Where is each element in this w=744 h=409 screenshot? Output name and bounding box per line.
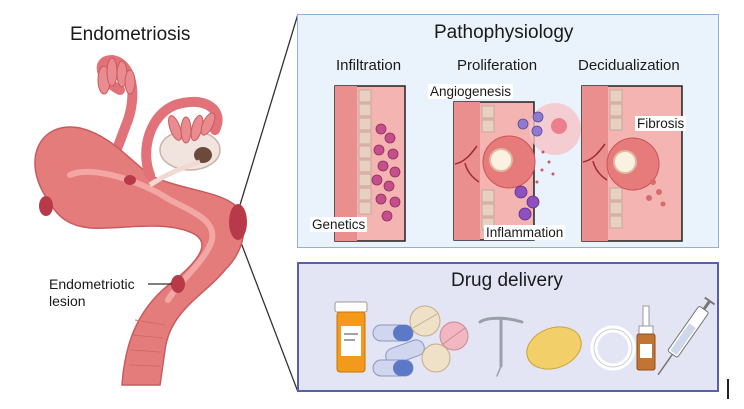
text-cursor xyxy=(727,379,729,399)
pathophysiology-art xyxy=(334,85,683,242)
lesion-label-line2: lesion xyxy=(49,293,86,309)
annotation-angiogenesis: Angiogenesis xyxy=(428,84,514,99)
annotation-genetics: Genetics xyxy=(310,217,368,232)
zoom-line-bottom xyxy=(239,239,299,393)
column-label-infiltration: Infiltration xyxy=(336,57,402,74)
decidualization-tissue xyxy=(581,85,683,242)
tablets-icon xyxy=(409,305,469,373)
drug-delivery-title: Drug delivery xyxy=(451,270,563,291)
nasal-spray-icon xyxy=(636,305,656,371)
column-label-decidualization: Decidualization xyxy=(578,57,680,74)
zoom-line-top xyxy=(239,13,299,206)
proliferation-tissue xyxy=(453,101,581,241)
column-label-proliferation: Proliferation xyxy=(457,57,538,74)
vaginal-ring-icon xyxy=(590,325,636,371)
pathophysiology-title: Pathophysiology xyxy=(434,22,574,43)
uterus-illustration xyxy=(34,54,247,386)
pill-bottle-icon xyxy=(334,301,368,373)
drug-delivery-icons xyxy=(334,296,716,377)
infiltration-tissue xyxy=(334,85,406,242)
annotation-fibrosis: Fibrosis xyxy=(635,116,687,131)
lesion-label-line1: Endometriotic xyxy=(49,276,135,292)
vaginal-tablet-icon xyxy=(526,326,582,370)
capsules-icon xyxy=(372,324,425,377)
iud-icon xyxy=(478,316,524,377)
endometriotic-lesions xyxy=(39,175,247,293)
main-title: Endometriosis xyxy=(70,24,191,45)
syringe-icon xyxy=(657,296,716,376)
annotation-inflammation: Inflammation xyxy=(484,225,566,240)
